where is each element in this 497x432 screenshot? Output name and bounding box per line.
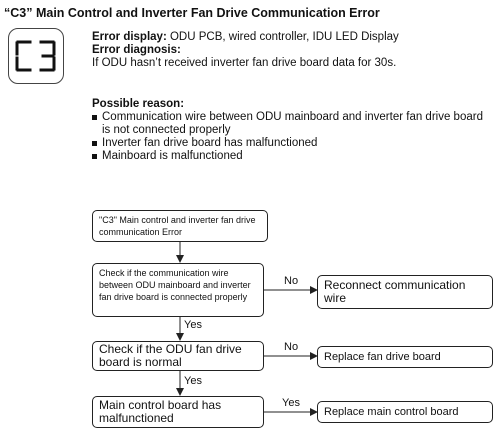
flow-action3-box: Replace main control board [317,401,493,423]
flow-action2-box: Replace fan drive board [317,346,493,368]
reason-item: Inverter fan drive board has malfunction… [92,137,492,150]
edge-label-yes: Yes [282,397,300,409]
reasons-header: Possible reason: [92,98,185,110]
flow-check2-box: Check if the ODU fan drive board is norm… [92,341,264,371]
error-diagnosis-value: If ODU hasn’t received inverter fan driv… [92,57,397,69]
bullet-square-icon [92,141,97,146]
edge-label-no: No [284,341,299,353]
edge-label-yes: Yes [184,319,202,331]
reason-item: Mainboard is malfunctioned [92,150,492,163]
seven-segment-icon: C3 [15,40,56,72]
flow-check3-box: Main control board has malfunctioned [92,396,264,428]
error-info: Error display: ODU PCB, wired controller… [92,31,492,70]
bullet-square-icon [92,115,97,120]
edge-label-yes: Yes [184,375,202,387]
flow-check1-box: Check if the communication wire between … [92,263,264,317]
reasons-list: Communication wire between ODU mainboard… [92,111,492,163]
edge-label-no: No [284,275,299,287]
possible-reasons: Possible reason: Communication wire betw… [92,98,492,163]
bullet-square-icon [92,154,97,159]
reason-item: Communication wire between ODU mainboard… [92,111,492,137]
flow-action1-box: Reconnect communication wire [317,275,493,309]
error-display-label: Error display: [92,31,167,43]
error-display-line: Error display: ODU PCB, wired controller… [92,31,492,44]
error-diagnosis-label: Error diagnosis: [92,44,181,56]
page-title: “C3” Main Control and Inverter Fan Drive… [4,6,380,20]
flow-start-box: "C3" Main control and inverter fan drive… [92,210,268,242]
error-display-value: ODU PCB, wired controller, IDU LED Displ… [169,31,399,43]
error-code-display: C3 [8,28,64,84]
